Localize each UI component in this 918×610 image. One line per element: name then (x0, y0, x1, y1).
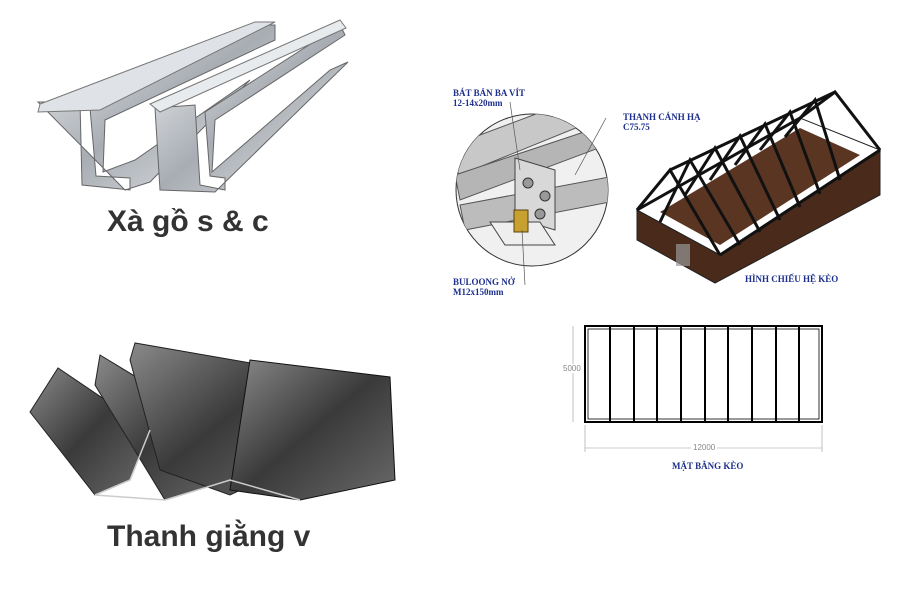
width-dimension: 12000 (691, 443, 718, 452)
bolt-label-spec: M12x150mm (453, 287, 504, 297)
depth-dimension: 5000 (563, 364, 581, 373)
truss-plan-drawing (572, 325, 823, 452)
plan-caption: MẶT BẰNG KÈO (672, 461, 744, 471)
chord-label-title: THANH CÁNH HẠ (623, 112, 701, 122)
truss-iso-image (635, 89, 882, 284)
chord-label-spec: C75.75 (623, 122, 650, 132)
connection-detail-image (455, 101, 609, 286)
angle-bar-caption: Thanh giằng v (107, 520, 311, 553)
chord-label: THANH CÁNH HẠ C75.75 (623, 112, 701, 132)
bolt-label-title: BULOONG NỞ (453, 277, 515, 287)
bracket-label-spec: 12-14x20mm (453, 98, 503, 108)
iso-caption: HÌNH CHIẾU HỆ KÈO (745, 274, 839, 284)
bracket-label-title: BÁT BẢN BA VÍT (453, 88, 525, 98)
angle-bar-image (29, 342, 396, 501)
bolt-label: BULOONG NỞ M12x150mm (453, 277, 515, 297)
bracket-label: BÁT BẢN BA VÍT 12-14x20mm (453, 88, 525, 108)
purlin-caption: Xà gồ s & c (107, 205, 269, 238)
purlin-image (36, 19, 349, 193)
